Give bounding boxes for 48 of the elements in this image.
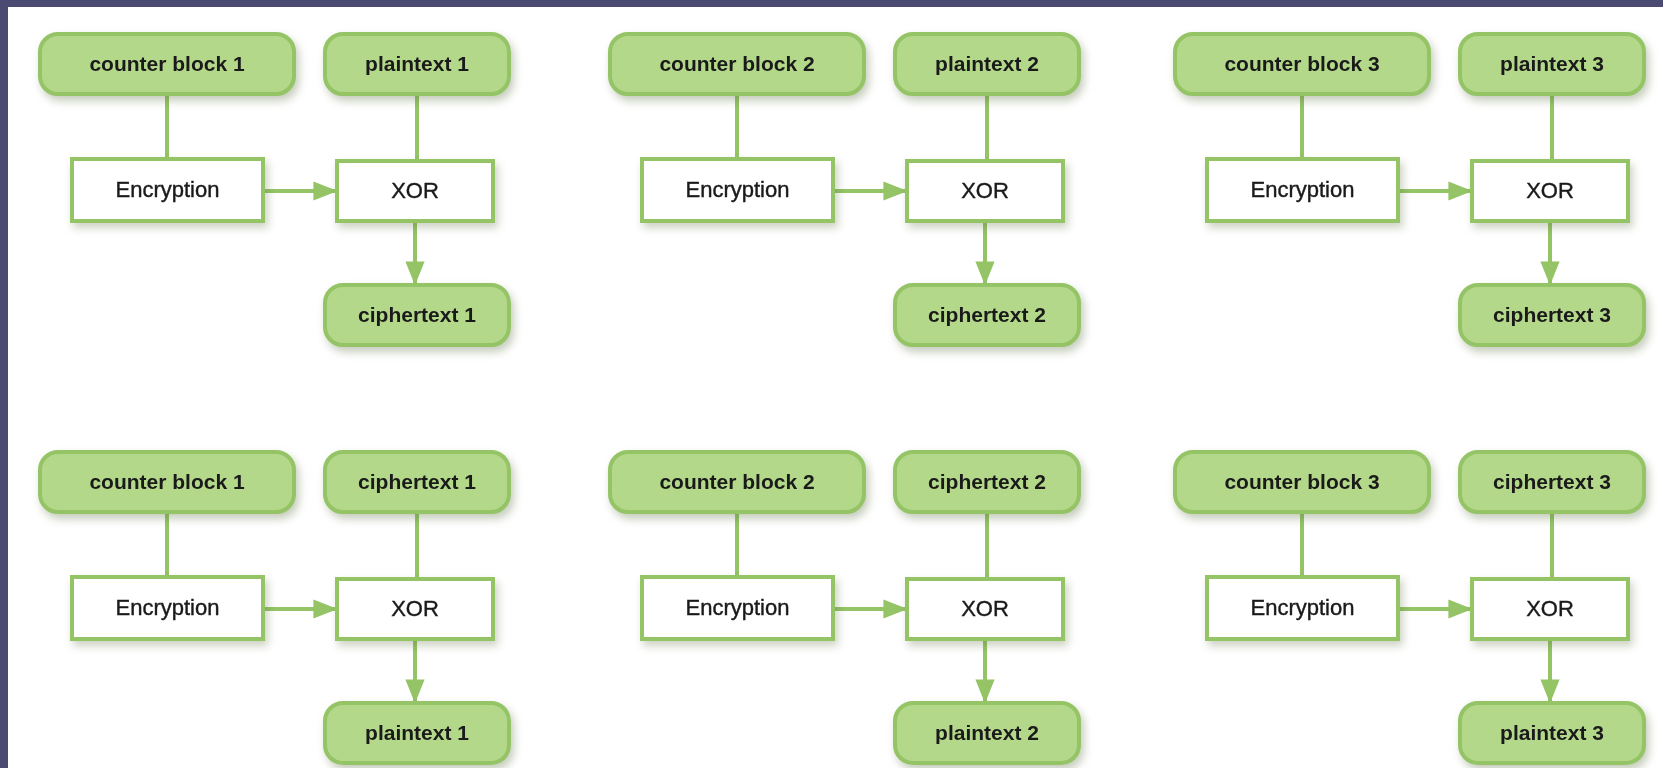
connector-line: [165, 514, 169, 575]
connector-line: [1550, 96, 1554, 159]
connector-line: [415, 514, 419, 577]
arrow: [405, 641, 425, 704]
process-box: Encryption: [640, 575, 835, 641]
connector-line: [1550, 514, 1554, 577]
process-box: XOR: [1470, 159, 1630, 223]
connector-line: [1300, 96, 1304, 157]
data-pill: ciphertext 2: [893, 283, 1081, 347]
data-pill: plaintext 1: [323, 701, 511, 765]
data-pill: ciphertext 1: [323, 283, 511, 347]
data-pill: plaintext 1: [323, 32, 511, 96]
arrow: [1540, 223, 1560, 286]
data-pill: plaintext 3: [1458, 701, 1646, 765]
process-box: Encryption: [70, 157, 265, 223]
connector-line: [735, 514, 739, 575]
data-pill: ciphertext 1: [323, 450, 511, 514]
data-pill: plaintext 3: [1458, 32, 1646, 96]
data-pill: ciphertext 3: [1458, 450, 1646, 514]
data-pill: counter block 1: [38, 450, 296, 514]
connector-line: [165, 96, 169, 157]
data-pill: plaintext 2: [893, 701, 1081, 765]
data-pill: counter block 2: [608, 32, 866, 96]
process-box: XOR: [335, 577, 495, 641]
data-pill: counter block 3: [1173, 32, 1431, 96]
arrow: [1540, 641, 1560, 704]
connector-line: [985, 514, 989, 577]
data-pill: ciphertext 2: [893, 450, 1081, 514]
process-box: Encryption: [640, 157, 835, 223]
arrow: [975, 223, 995, 286]
data-pill: counter block 1: [38, 32, 296, 96]
data-pill: counter block 2: [608, 450, 866, 514]
arrow: [405, 223, 425, 286]
process-box: Encryption: [1205, 575, 1400, 641]
process-box: XOR: [905, 159, 1065, 223]
process-box: XOR: [905, 577, 1065, 641]
connector-line: [735, 96, 739, 157]
process-box: XOR: [335, 159, 495, 223]
data-pill: ciphertext 3: [1458, 283, 1646, 347]
data-pill: counter block 3: [1173, 450, 1431, 514]
arrow: [975, 641, 995, 704]
connector-line: [985, 96, 989, 159]
data-pill: plaintext 2: [893, 32, 1081, 96]
connector-line: [1300, 514, 1304, 575]
process-box: Encryption: [70, 575, 265, 641]
process-box: Encryption: [1205, 157, 1400, 223]
process-box: XOR: [1470, 577, 1630, 641]
connector-line: [415, 96, 419, 159]
